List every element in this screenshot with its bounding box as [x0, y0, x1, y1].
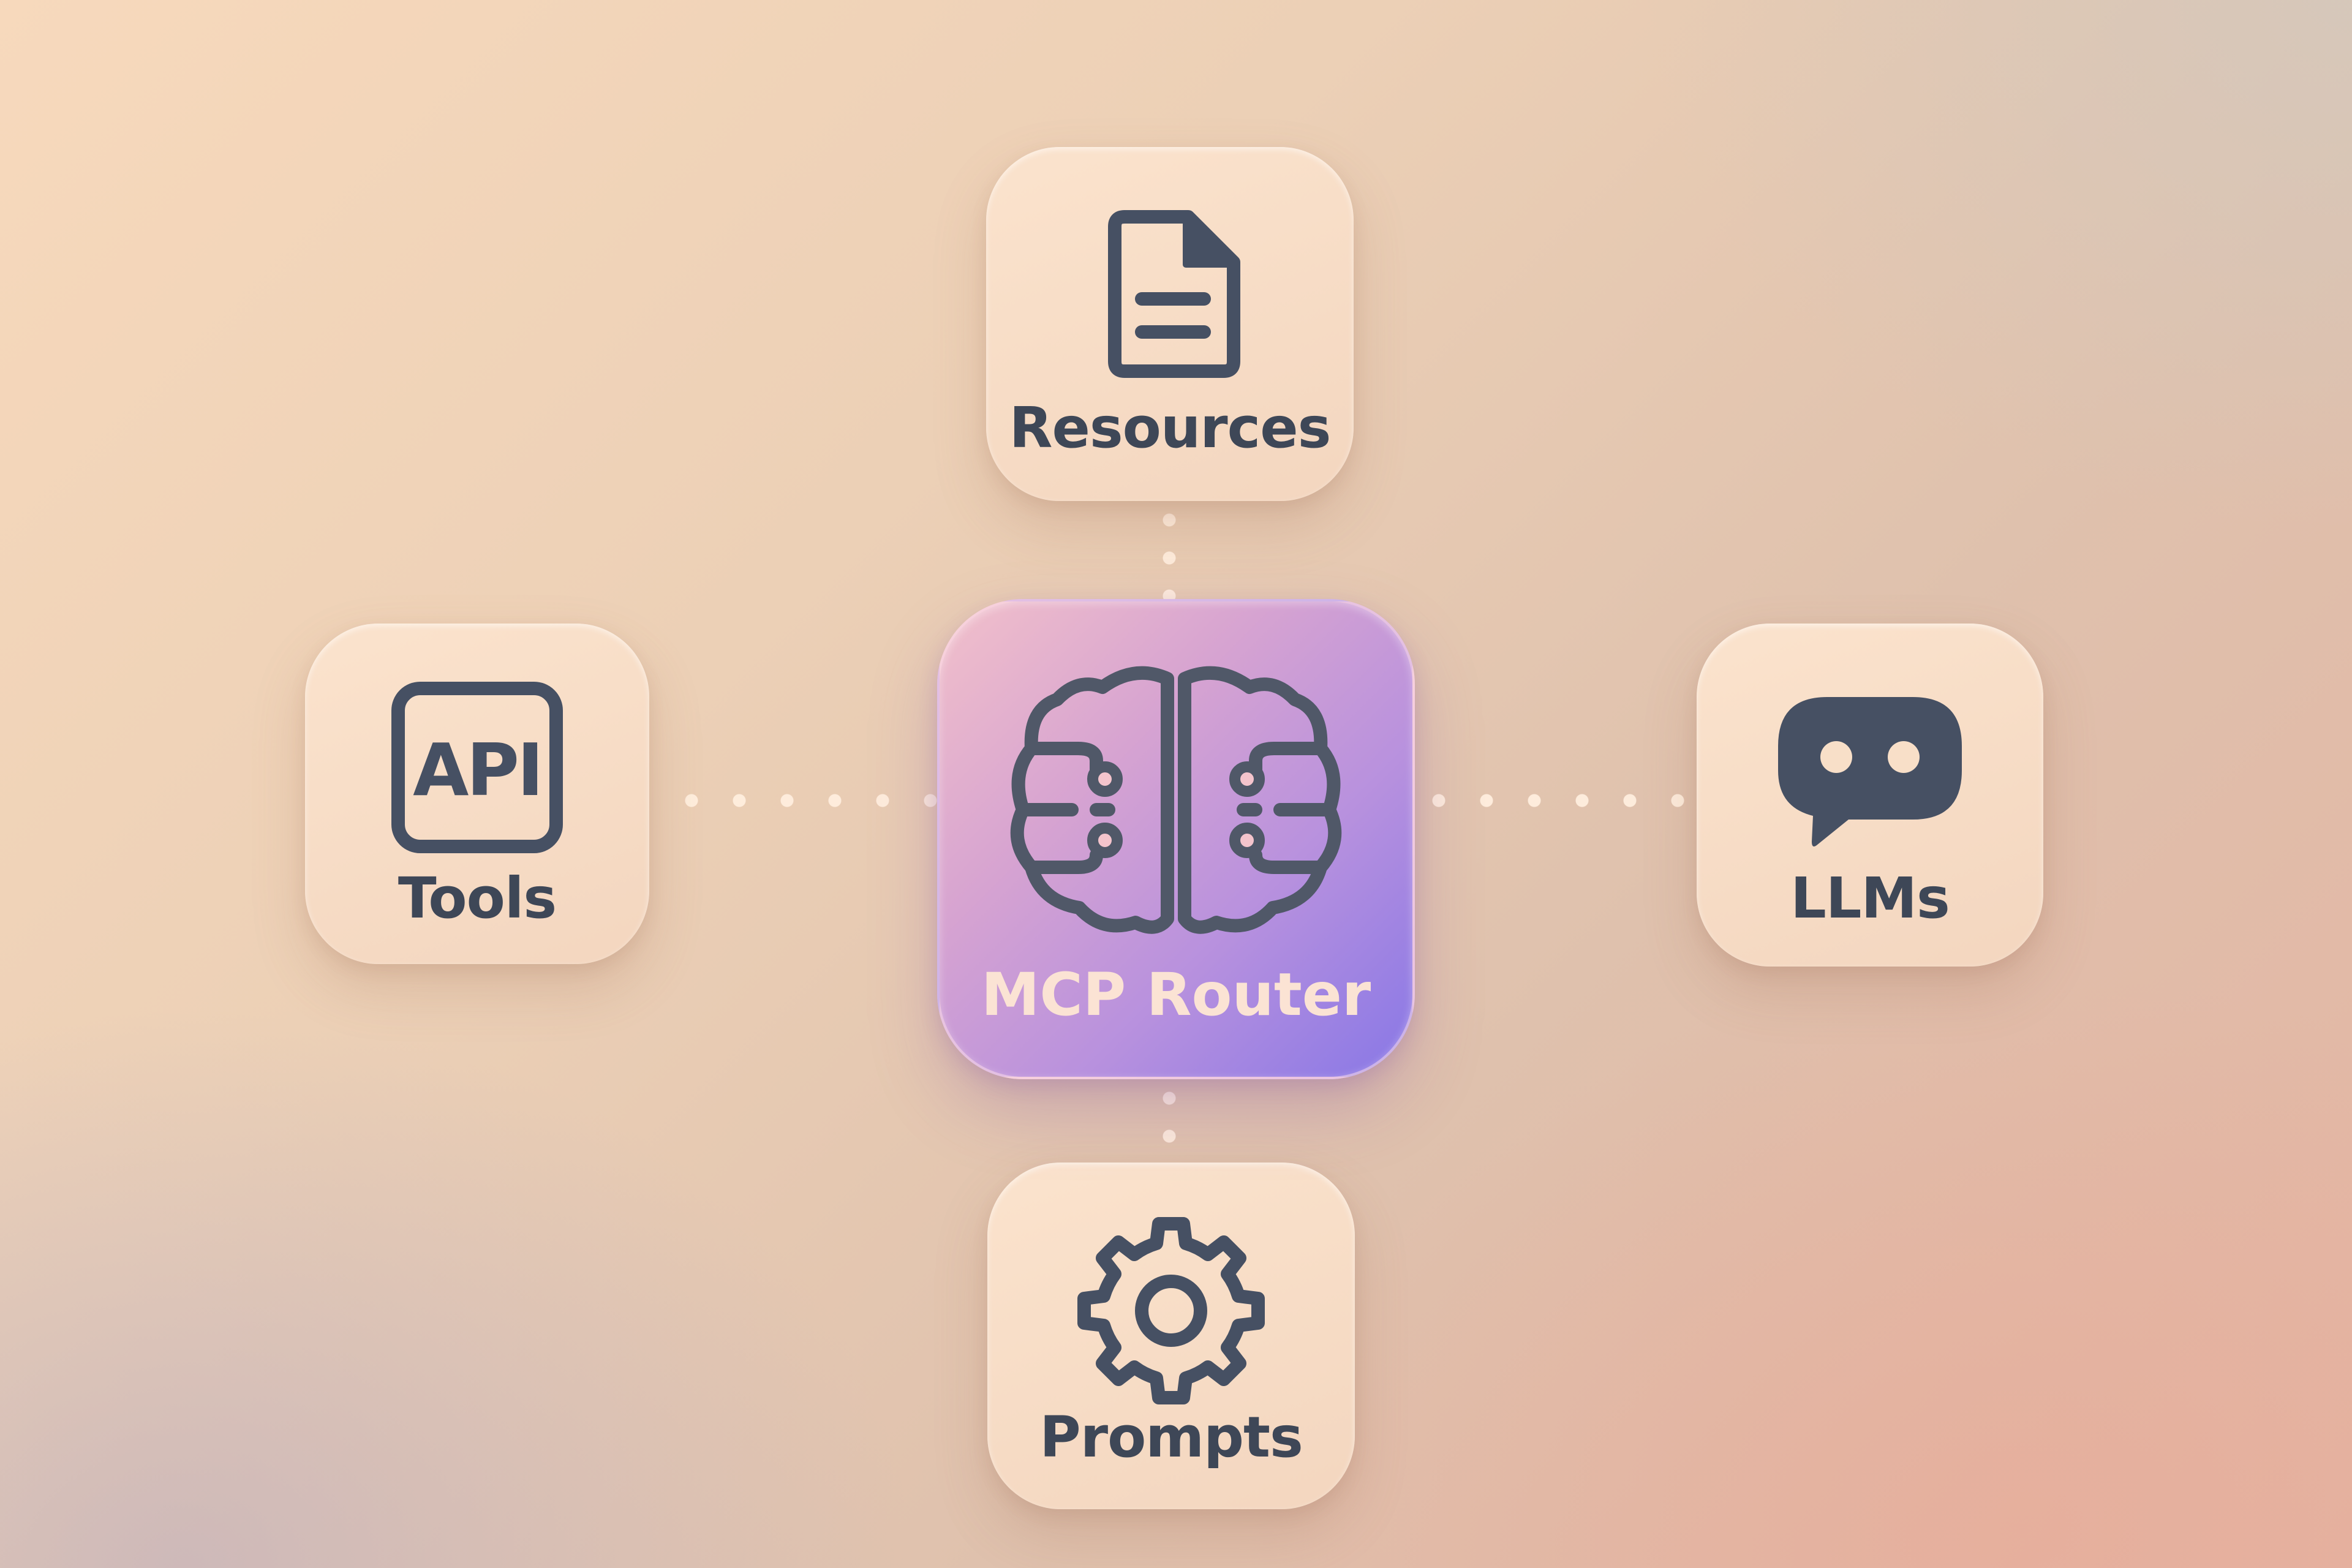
api-icon-text: API	[413, 728, 541, 812]
mcp-router-label: MCP Router	[981, 960, 1371, 1029]
connector-router-llms	[1415, 794, 1684, 807]
prompts-node[interactable]: Prompts	[987, 1163, 1355, 1509]
connector-resources-router	[1163, 501, 1176, 599]
document-icon	[1108, 210, 1240, 378]
api-icon: API	[391, 682, 563, 853]
connector-tools-router	[668, 794, 937, 807]
prompts-label: Prompts	[1039, 1404, 1303, 1470]
tools-label: Tools	[398, 865, 557, 931]
llms-node[interactable]: LLMs	[1697, 624, 2043, 967]
resources-node[interactable]: Resources	[986, 147, 1354, 501]
gear-icon	[1077, 1217, 1265, 1404]
chat-bubble-icon	[1778, 697, 1962, 846]
brain-circuit-icon	[1010, 666, 1342, 934]
llms-label: LLMs	[1790, 865, 1950, 931]
mcp-router-node[interactable]: MCP Router	[937, 599, 1415, 1079]
resources-label: Resources	[1009, 395, 1332, 461]
connector-router-prompts	[1163, 1079, 1176, 1159]
tools-node[interactable]: API Tools	[305, 624, 649, 964]
